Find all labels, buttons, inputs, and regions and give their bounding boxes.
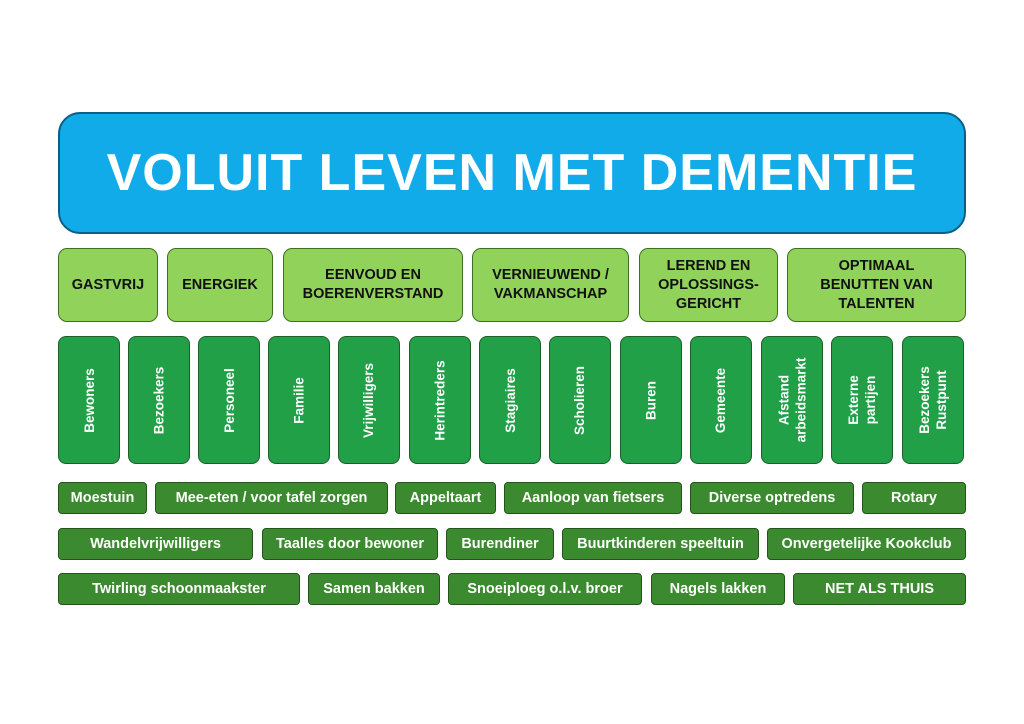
- stakeholder-herintreders: Herintreders: [409, 336, 471, 464]
- value-energiek: ENERGIEK: [167, 248, 273, 322]
- activity-rotary: Rotary: [862, 482, 966, 514]
- activity-taalles: Taalles door bewoner: [262, 528, 438, 560]
- activity-buurtkinderen-speeltuin: Buurtkinderen speeltuin: [562, 528, 759, 560]
- stakeholder-label: Externe partijen: [846, 375, 878, 425]
- activity-mee-eten: Mee-eten / voor tafel zorgen: [155, 482, 388, 514]
- value-gastvrij: GASTVRIJ: [58, 248, 158, 322]
- stakeholder-stagiaires: Stagiaires: [479, 336, 541, 464]
- stakeholder-externe-partijen: Externe partijen: [831, 336, 893, 464]
- stakeholder-label: Bezoekers Rustpunt: [917, 366, 950, 434]
- stakeholder-label: Vrijwilligers: [361, 362, 377, 438]
- activity-aanloop-fietsers: Aanloop van fietsers: [504, 482, 682, 514]
- stakeholder-label: Bewoners: [81, 367, 97, 433]
- activity-burendiner: Burendiner: [446, 528, 554, 560]
- stakeholder-label: Stagiaires: [502, 367, 518, 433]
- activity-kookclub: Onvergetelijke Kookclub: [767, 528, 966, 560]
- stakeholder-label: Familie: [291, 376, 307, 424]
- stakeholder-gemeente: Gemeente: [690, 336, 752, 464]
- activity-twirling-schoonmaakster: Twirling schoonmaakster: [58, 573, 300, 605]
- activity-diverse-optredens: Diverse optredens: [690, 482, 854, 514]
- activity-net-als-thuis: NET ALS THUIS: [793, 573, 966, 605]
- activity-appeltaart: Appeltaart: [395, 482, 496, 514]
- stakeholder-vrijwilligers: Vrijwilligers: [338, 336, 400, 464]
- stakeholder-label: Personeel: [221, 367, 237, 433]
- stakeholder-scholieren: Scholieren: [549, 336, 611, 464]
- stakeholder-label: Buren: [643, 380, 659, 420]
- stakeholder-label: Afstand arbeidsmarkt: [776, 357, 809, 443]
- stakeholder-bezoekers: Bezoekers: [128, 336, 190, 464]
- stakeholder-label: Herintreders: [432, 359, 448, 441]
- stakeholder-afstand-arbeidsmarkt: Afstand arbeidsmarkt: [761, 336, 823, 464]
- activity-nagels-lakken: Nagels lakken: [651, 573, 785, 605]
- value-optimaal-benutten-talenten: OPTIMAAL BENUTTEN VAN TALENTEN: [787, 248, 966, 322]
- stakeholder-personeel: Personeel: [198, 336, 260, 464]
- stakeholder-label: Bezoekers: [151, 366, 167, 434]
- activity-snoeiploeg: Snoeiploeg o.l.v. broer: [448, 573, 642, 605]
- stakeholder-familie: Familie: [268, 336, 330, 464]
- value-eenvoud-boerenverstand: EENVOUD EN BOERENVERSTAND: [283, 248, 463, 322]
- value-vernieuwend-vakmanschap: VERNIEUWEND / VAKMANSCHAP: [472, 248, 629, 322]
- stakeholder-bewoners: Bewoners: [58, 336, 120, 464]
- stakeholder-buren: Buren: [620, 336, 682, 464]
- value-lerend-oplossingsgericht: LEREND EN OPLOSSINGS- GERICHT: [639, 248, 778, 322]
- stakeholder-label: Gemeente: [713, 367, 729, 433]
- main-title: VOLUIT LEVEN MET DEMENTIE: [58, 112, 966, 234]
- stakeholder-label: Scholieren: [572, 365, 588, 435]
- activity-wandelvrijwilligers: Wandelvrijwilligers: [58, 528, 253, 560]
- stakeholder-bezoekers-rustpunt: Bezoekers Rustpunt: [902, 336, 964, 464]
- activity-samen-bakken: Samen bakken: [308, 573, 440, 605]
- activity-moestuin: Moestuin: [58, 482, 147, 514]
